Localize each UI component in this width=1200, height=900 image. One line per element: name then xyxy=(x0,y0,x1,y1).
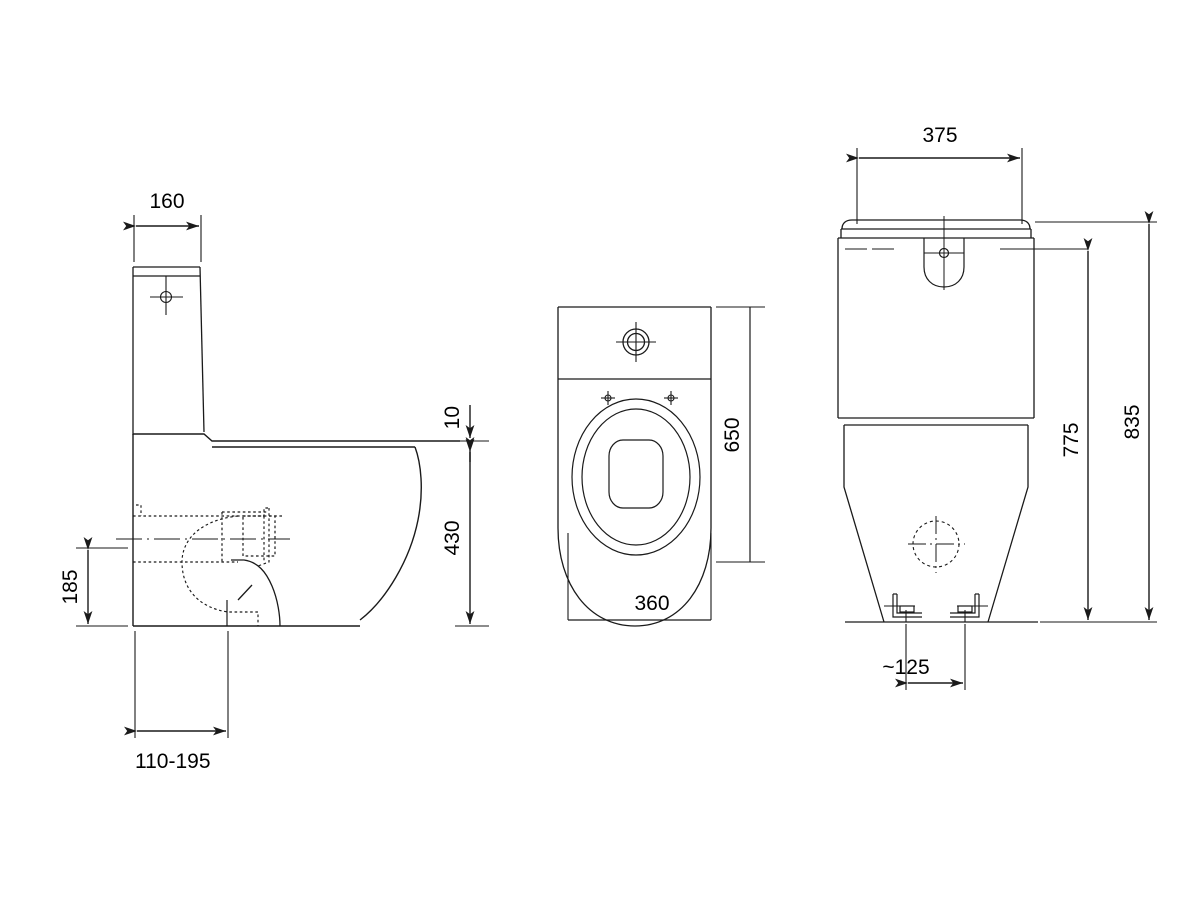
dim-110-195 xyxy=(124,631,229,738)
dim-360-label: 360 xyxy=(634,592,669,615)
dim-835-label: 835 xyxy=(1121,404,1144,439)
rear-view-bracket-right xyxy=(950,593,988,622)
dim-650 xyxy=(716,306,765,563)
dim-430-label: 430 xyxy=(441,520,464,555)
front-view-seat-outer-oval xyxy=(571,398,701,556)
dim-775-label: 775 xyxy=(1060,422,1083,457)
rear-view xyxy=(837,216,1080,623)
front-view-bowl-aperture xyxy=(608,439,664,509)
dim-185-label: 185 xyxy=(59,569,82,604)
side-view-outlet-box xyxy=(242,515,276,557)
rear-view-cistern-lid xyxy=(838,219,1034,239)
dim-775 xyxy=(1003,238,1093,620)
dim-160-label: 160 xyxy=(149,190,184,213)
side-view-flush-button-crosshair xyxy=(150,276,183,315)
dim-375 xyxy=(846,148,1023,224)
front-view-seat-bolt-left xyxy=(601,391,615,405)
dim-360 xyxy=(567,533,712,621)
dim-650-label: 650 xyxy=(721,417,744,452)
front-view-seat-bolt-right xyxy=(664,391,678,405)
dim-160 xyxy=(123,215,202,262)
front-view-pan xyxy=(557,378,712,627)
side-view-sbend-exit xyxy=(231,559,281,627)
dim-375-label: 375 xyxy=(922,124,957,147)
front-view-seat-inner-oval xyxy=(581,408,691,546)
rear-view-pan xyxy=(843,424,1029,623)
rear-view-outlet-crosshair xyxy=(908,516,965,573)
dim-185 xyxy=(76,537,128,627)
dim-110-195-label: 110-195 xyxy=(135,750,211,773)
dim-10-label: 10 xyxy=(441,406,464,429)
side-view xyxy=(116,266,460,627)
dim-125 xyxy=(895,624,966,690)
side-view-outlet-spigot xyxy=(221,511,267,562)
dim-835 xyxy=(1035,211,1157,623)
front-view xyxy=(557,306,712,627)
side-view-pan-outline xyxy=(132,433,460,627)
rear-view-bracket-left xyxy=(884,593,922,622)
rear-view-cistern-body xyxy=(837,238,1035,419)
front-view-cistern xyxy=(557,306,712,379)
dim-430 xyxy=(455,439,489,627)
front-view-flush-button xyxy=(616,322,656,362)
dim-125-label: ~125 xyxy=(882,656,929,679)
rear-view-flush-button-dome xyxy=(923,216,965,290)
side-view-hidden-trapway xyxy=(133,504,283,626)
